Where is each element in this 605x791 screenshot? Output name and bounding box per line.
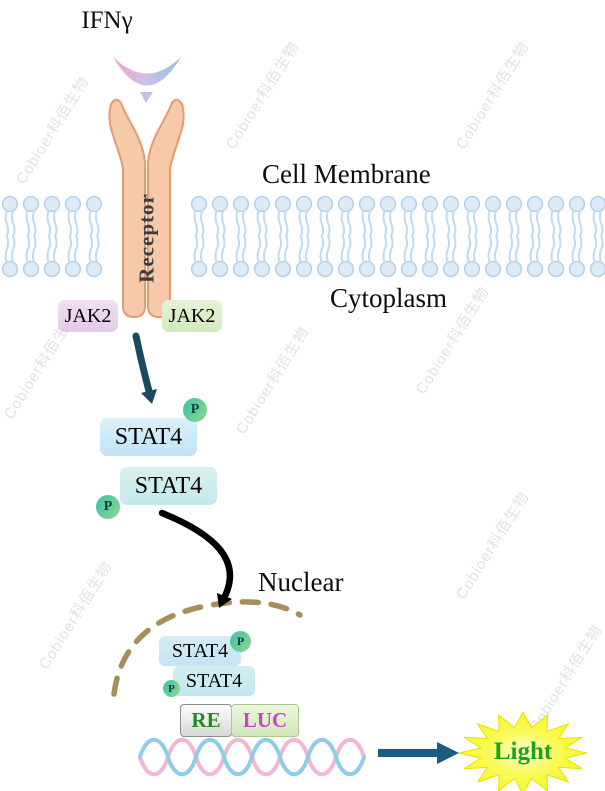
arrow-stat-to-nucleus: [158, 509, 234, 608]
ligand-pointer-icon: [140, 92, 153, 103]
cell-membrane-label: Cell Membrane: [262, 159, 431, 189]
nuclear-label: Nuclear: [258, 567, 344, 597]
jak2-right-box: JAK2: [162, 300, 222, 332]
receptor-shape: [108, 98, 185, 318]
luc-box: LUC: [231, 704, 299, 737]
ifng-label: IFNγ: [81, 7, 133, 34]
nuclear-membrane-arc: [111, 599, 303, 697]
light-label: Light: [493, 738, 553, 765]
cytoplasm-label: Cytoplasm: [330, 283, 448, 313]
light-starburst: [458, 710, 588, 791]
phosphate-badge: P: [230, 631, 251, 652]
dna-helix: [138, 737, 366, 777]
receptor-label: Receptor: [134, 193, 159, 283]
lipid-bilayer: [1, 195, 605, 278]
re-box: RE: [180, 704, 232, 737]
ifng-ligand-shape: [113, 57, 181, 86]
phosphate-badge: P: [163, 680, 180, 697]
arrow-jak-to-stat: [132, 332, 157, 404]
stat4-nuc-lower-box: STAT4: [173, 666, 255, 696]
stat4-nuc-upper-box: STAT4: [159, 636, 241, 666]
stat4-cyto-upper-box: STAT4: [100, 418, 197, 456]
arrow-to-light: [378, 742, 459, 764]
phosphate-badge: P: [183, 398, 207, 422]
phosphate-badge: P: [96, 495, 120, 519]
jak2-left-box: JAK2: [58, 300, 118, 332]
stat4-cyto-lower-box: STAT4: [120, 467, 217, 505]
